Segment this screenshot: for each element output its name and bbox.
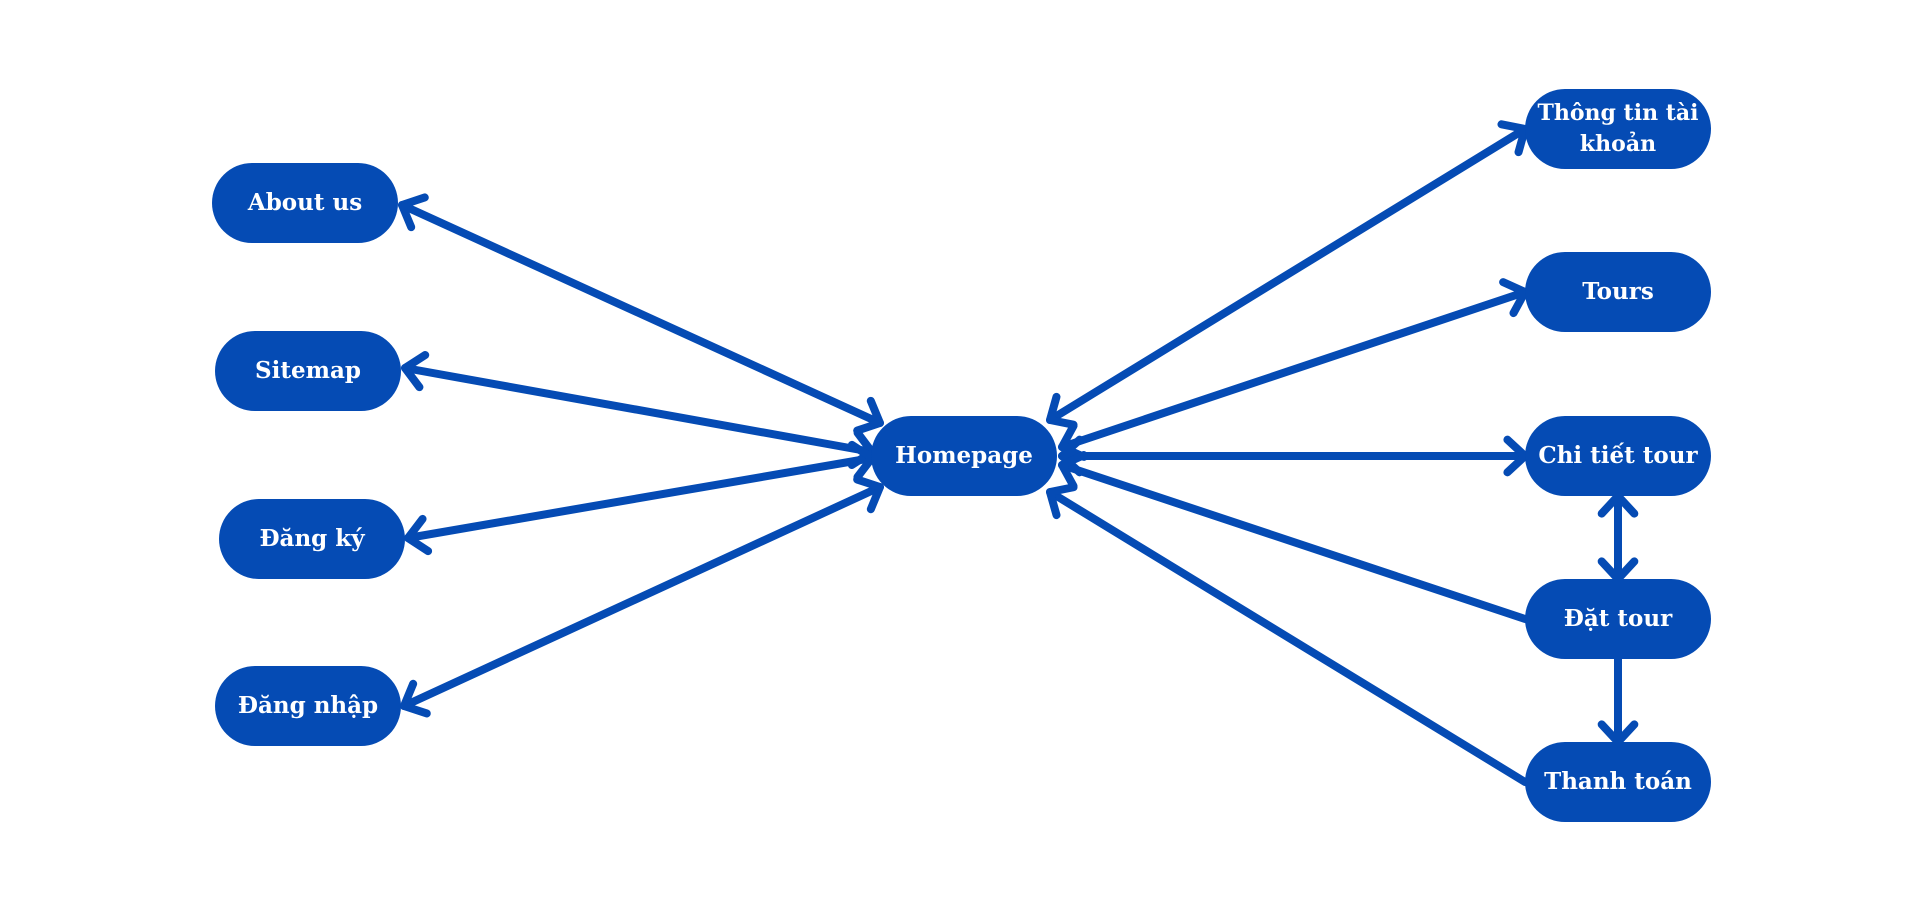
node-label: Đăng nhập	[237, 692, 379, 719]
arrowhead	[853, 396, 884, 435]
node-dang-nhap[interactable]: Đăng nhập	[215, 666, 401, 746]
edge-homepage-about	[398, 193, 884, 435]
node-dat-tour[interactable]: Đặt tour	[1525, 579, 1711, 659]
arrowhead	[1058, 451, 1088, 491]
arrowhead	[404, 514, 433, 556]
node-dang-ky[interactable]: Đăng ký	[219, 499, 405, 579]
edge-line	[401, 364, 876, 456]
edge-thanhtoan-homepage	[1046, 483, 1529, 786]
node-sitemap[interactable]: Sitemap	[215, 331, 401, 411]
edge-chitiet-dattour	[1597, 492, 1639, 583]
node-tours[interactable]: Tours	[1525, 252, 1711, 332]
edge-line	[400, 483, 884, 710]
node-homepage[interactable]: Homepage	[871, 416, 1057, 496]
node-label: Thanh toán	[1544, 768, 1692, 795]
arrowhead	[1046, 483, 1078, 520]
edge-homepage-thongtin	[1046, 120, 1529, 429]
edge-line	[398, 201, 884, 427]
edge-dattour-thanhtoan	[1597, 655, 1639, 746]
edge-line	[404, 454, 876, 542]
node-label: Đăng ký	[259, 525, 365, 552]
node-label: Tours	[1582, 278, 1654, 305]
edge-homepage-dangnhap	[400, 475, 884, 718]
node-label: Chi tiết tour	[1538, 442, 1698, 469]
arrowhead	[401, 351, 430, 392]
arrowhead	[853, 475, 884, 514]
edge-homepage-sitemap	[401, 351, 876, 469]
node-label: Đặt tour	[1563, 605, 1673, 632]
edge-dattour-homepage	[1058, 451, 1529, 623]
arrowhead	[398, 193, 429, 232]
arrowhead	[1597, 492, 1639, 518]
arrowhead	[400, 679, 431, 718]
arrowhead	[1046, 392, 1078, 429]
edge-homepage-dangky	[404, 440, 876, 556]
node-label: Thông tin tài khoản	[1537, 100, 1699, 157]
edge-line	[1046, 125, 1529, 424]
node-label: Homepage	[895, 442, 1033, 469]
edge-line	[1046, 488, 1529, 786]
node-thanh-toan[interactable]: Thanh toán	[1525, 742, 1711, 822]
edge-homepage-chitiet	[1058, 435, 1529, 477]
node-label: About us	[247, 189, 363, 216]
node-label: Sitemap	[255, 357, 361, 384]
node-about-us[interactable]: About us	[212, 163, 398, 243]
edge-line	[1058, 288, 1529, 451]
node-thong-tin-tai-khoan[interactable]: Thông tin tài khoản	[1525, 89, 1711, 169]
node-chi-tiet-tour[interactable]: Chi tiết tour	[1525, 416, 1711, 496]
edge-line	[1058, 461, 1529, 623]
